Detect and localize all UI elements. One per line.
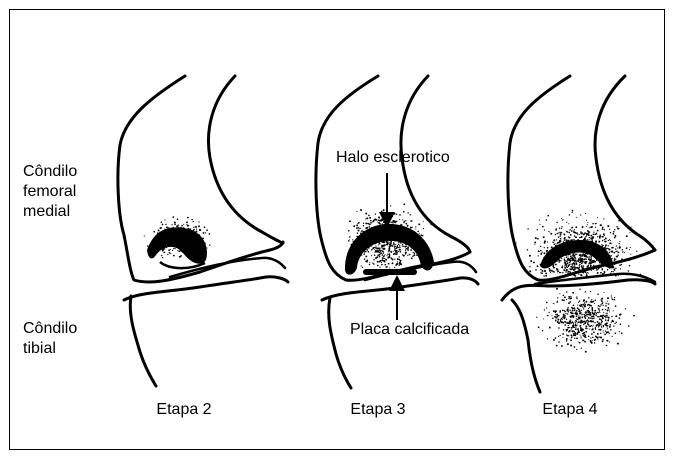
tibial-label-line-1: Côndilo bbox=[23, 319, 77, 339]
tibial-condyle-label: Côndilo tibial bbox=[23, 319, 77, 359]
stage-4-label: Etapa 4 bbox=[510, 400, 630, 420]
placa-label: Placa calcificada bbox=[350, 320, 469, 340]
stage-4-intercondylar-curve bbox=[595, 76, 655, 250]
stage-2-label: Etapa 2 bbox=[124, 400, 244, 420]
femoral-condyle-label: Côndilo femoral medial bbox=[23, 162, 77, 222]
stage-2-tibial-plateau bbox=[124, 277, 288, 300]
femoral-label-line-2: femoral bbox=[23, 182, 77, 202]
femoral-label-line-3: medial bbox=[23, 202, 77, 222]
stage-2-drawing bbox=[118, 76, 288, 386]
stage-3-tibial-shaft bbox=[329, 298, 351, 388]
stage-4-drawing bbox=[502, 76, 655, 392]
stage-2-tibial-shaft bbox=[130, 296, 156, 386]
stage-3-label: Etapa 3 bbox=[318, 400, 438, 420]
stage-3-femoral-condyle bbox=[316, 76, 470, 280]
femoral-label-line-1: Côndilo bbox=[23, 162, 77, 182]
tibial-label-line-2: tibial bbox=[23, 339, 77, 359]
stage-2-intercondylar-curve bbox=[208, 76, 283, 243]
stage-4-tibial-shaft bbox=[512, 300, 540, 392]
stage-4-tibial-plateau bbox=[502, 280, 655, 300]
halo-label: Halo esclerotico bbox=[336, 148, 450, 168]
